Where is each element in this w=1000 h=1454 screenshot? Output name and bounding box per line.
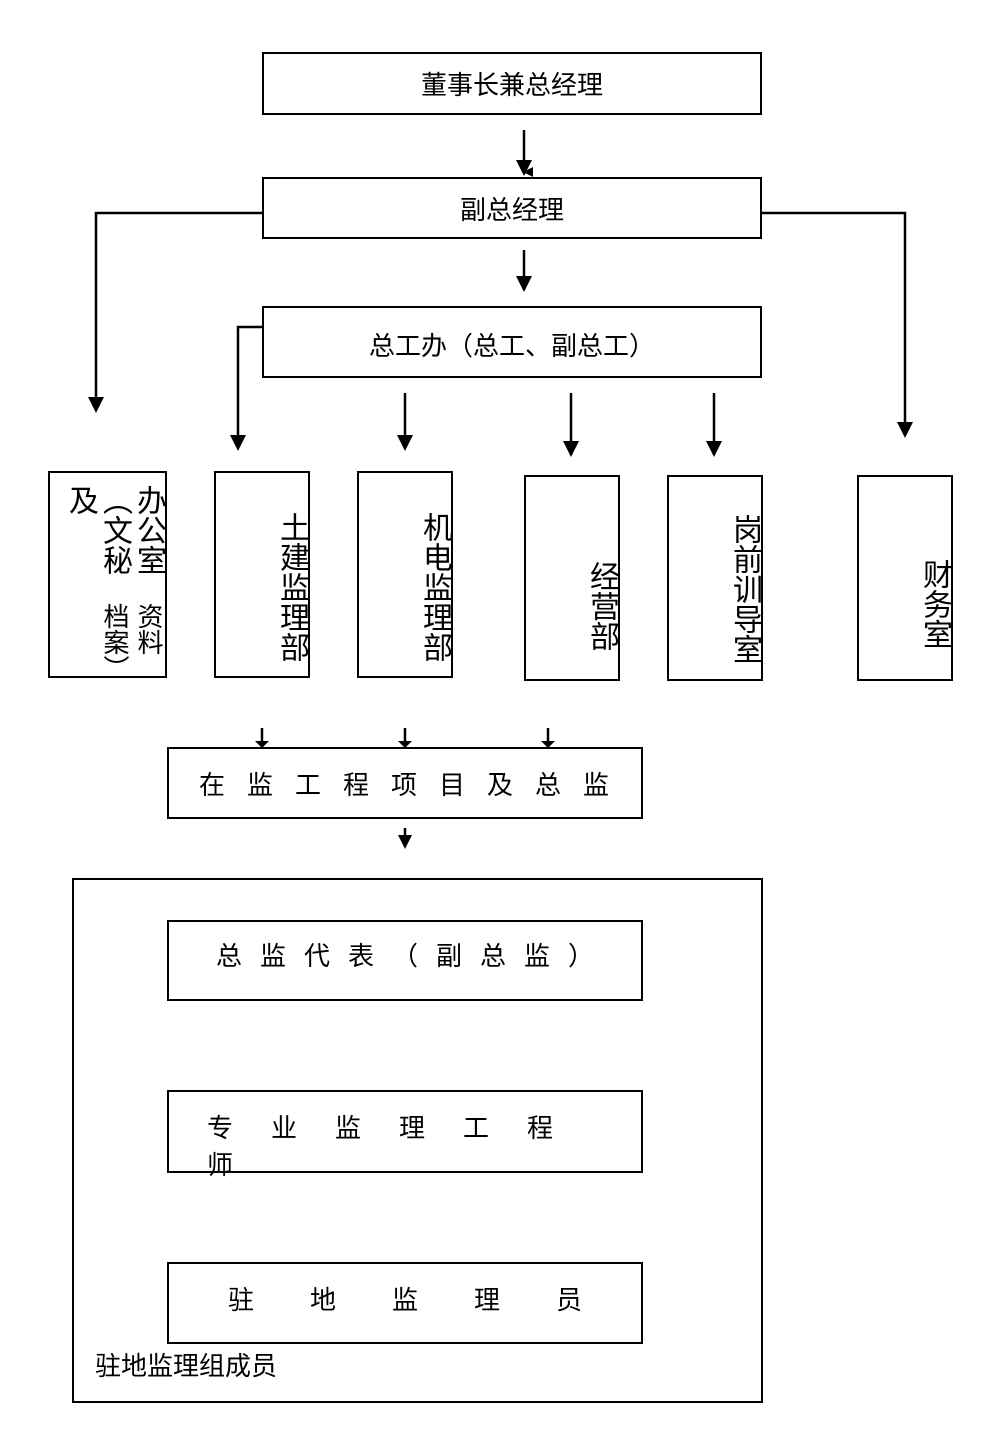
business-dept-label: 经营部 — [584, 561, 619, 651]
chief-engineer-office-label: 总工办（总工、副总工） — [368, 332, 655, 362]
training-room-label: 岗前训导室 — [727, 514, 762, 664]
finance-room-label: 财务室 — [917, 559, 952, 649]
civil-dept-label: 土建监理部 — [274, 511, 309, 662]
deputy-chief-box: 总监代表（副总监） — [167, 920, 643, 1001]
office-label-line2: 资料档案） — [99, 602, 163, 681]
deputy-gm-label: 副总经理 — [459, 195, 564, 226]
electromech-dept-label: 机电监理部 — [417, 511, 452, 662]
office-label-line1: 办公室（文秘及 — [63, 485, 166, 575]
arrow-deputy-to-office — [94, 211, 262, 410]
electromech-dept-box: 机电监理部 — [357, 471, 453, 678]
deputy-gm-box: 副总经理 — [262, 177, 762, 239]
arrow-chief-to-civil — [236, 325, 262, 448]
arrow-deputy-to-finance — [762, 211, 907, 435]
training-room-box: 岗前训导室 — [667, 475, 763, 681]
engineer-box: 专业监理工程师 — [167, 1090, 643, 1181]
inspector-label: 驻地监理员 — [227, 1286, 638, 1316]
business-dept-box: 经营部 — [524, 475, 620, 681]
chairman-label: 董事长兼总经理 — [420, 71, 603, 101]
chairman-box: 董事长兼总经理 — [262, 52, 762, 115]
site-team-label: 驻地监理组成员 — [95, 1352, 278, 1382]
chief-engineer-office-box: 总工办（总工、副总工） — [262, 306, 762, 378]
finance-room-box: 财务室 — [857, 475, 953, 681]
projects-label: 在监工程项目及总监 — [198, 771, 631, 801]
inspector-box: 驻地监理员 — [167, 1262, 643, 1344]
office-box: 办公室（文秘及 资料档案） — [48, 471, 167, 681]
civil-dept-box: 土建监理部 — [214, 471, 310, 678]
deputy-chief-label: 总监代表（副总监） — [215, 942, 612, 972]
engineer-label: 专业监理工程师 — [207, 1114, 592, 1181]
projects-box: 在监工程项目及总监 — [167, 747, 643, 819]
